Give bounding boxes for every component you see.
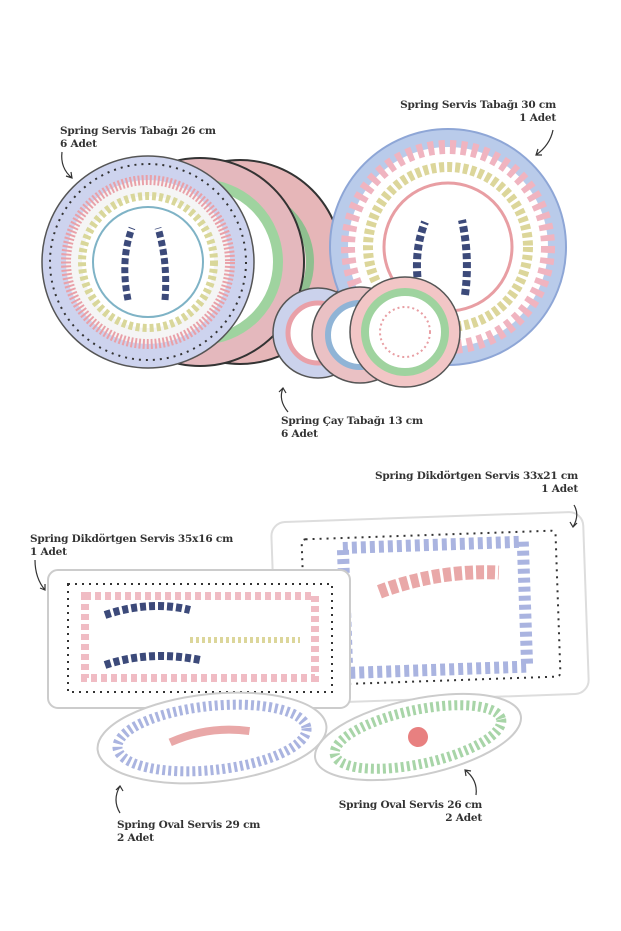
product-name: Spring Oval Servis 26 cm (338, 799, 482, 811)
product-name: Spring Servis Tabağı 26 cm (60, 125, 216, 137)
oval-26cm (313, 692, 523, 782)
product-label-oval-26cm: Spring Oval Servis 26 cm 2 Adet (339, 799, 482, 825)
product-qty: 1 Adet (519, 112, 556, 124)
product-label-plate-26cm: Spring Servis Tabağı 26 cm 6 Adet (60, 125, 216, 151)
product-label-tray-33x21: Spring Dikdörtgen Servis 33x21 cm 1 Adet (375, 470, 578, 496)
tea-plates-13cm (272, 276, 461, 388)
product-name: Spring Dikdörtgen Servis 33x21 cm (375, 470, 578, 482)
product-qty: 1 Adet (30, 546, 67, 558)
product-qty: 6 Adet (281, 428, 318, 440)
product-qty: 6 Adet (60, 138, 97, 150)
product-label-oval-29cm: Spring Oval Servis 29 cm 2 Adet (117, 819, 260, 845)
product-label-tray-35x16: Spring Dikdörtgen Servis 35x16 cm 1 Adet (30, 533, 233, 559)
product-qty: 1 Adet (541, 483, 578, 495)
product-label-tea-plate-13cm: Spring Çay Tabağı 13 cm 6 Adet (281, 415, 423, 441)
pointer-arrows (34, 129, 578, 814)
product-qty: 2 Adet (117, 832, 154, 844)
product-name: Spring Oval Servis 29 cm (117, 819, 261, 831)
plate-stack-26cm (41, 155, 343, 369)
oval-29cm (96, 691, 328, 785)
tray-35x16 (47, 569, 351, 709)
product-qty: 2 Adet (445, 812, 482, 824)
product-label-plate-30cm: Spring Servis Tabağı 30 cm 1 Adet (400, 99, 556, 125)
product-name: Spring Servis Tabağı 30 cm (400, 99, 556, 111)
product-name: Spring Çay Tabağı 13 cm (281, 415, 423, 427)
product-name: Spring Dikdörtgen Servis 35x16 cm (30, 533, 233, 545)
